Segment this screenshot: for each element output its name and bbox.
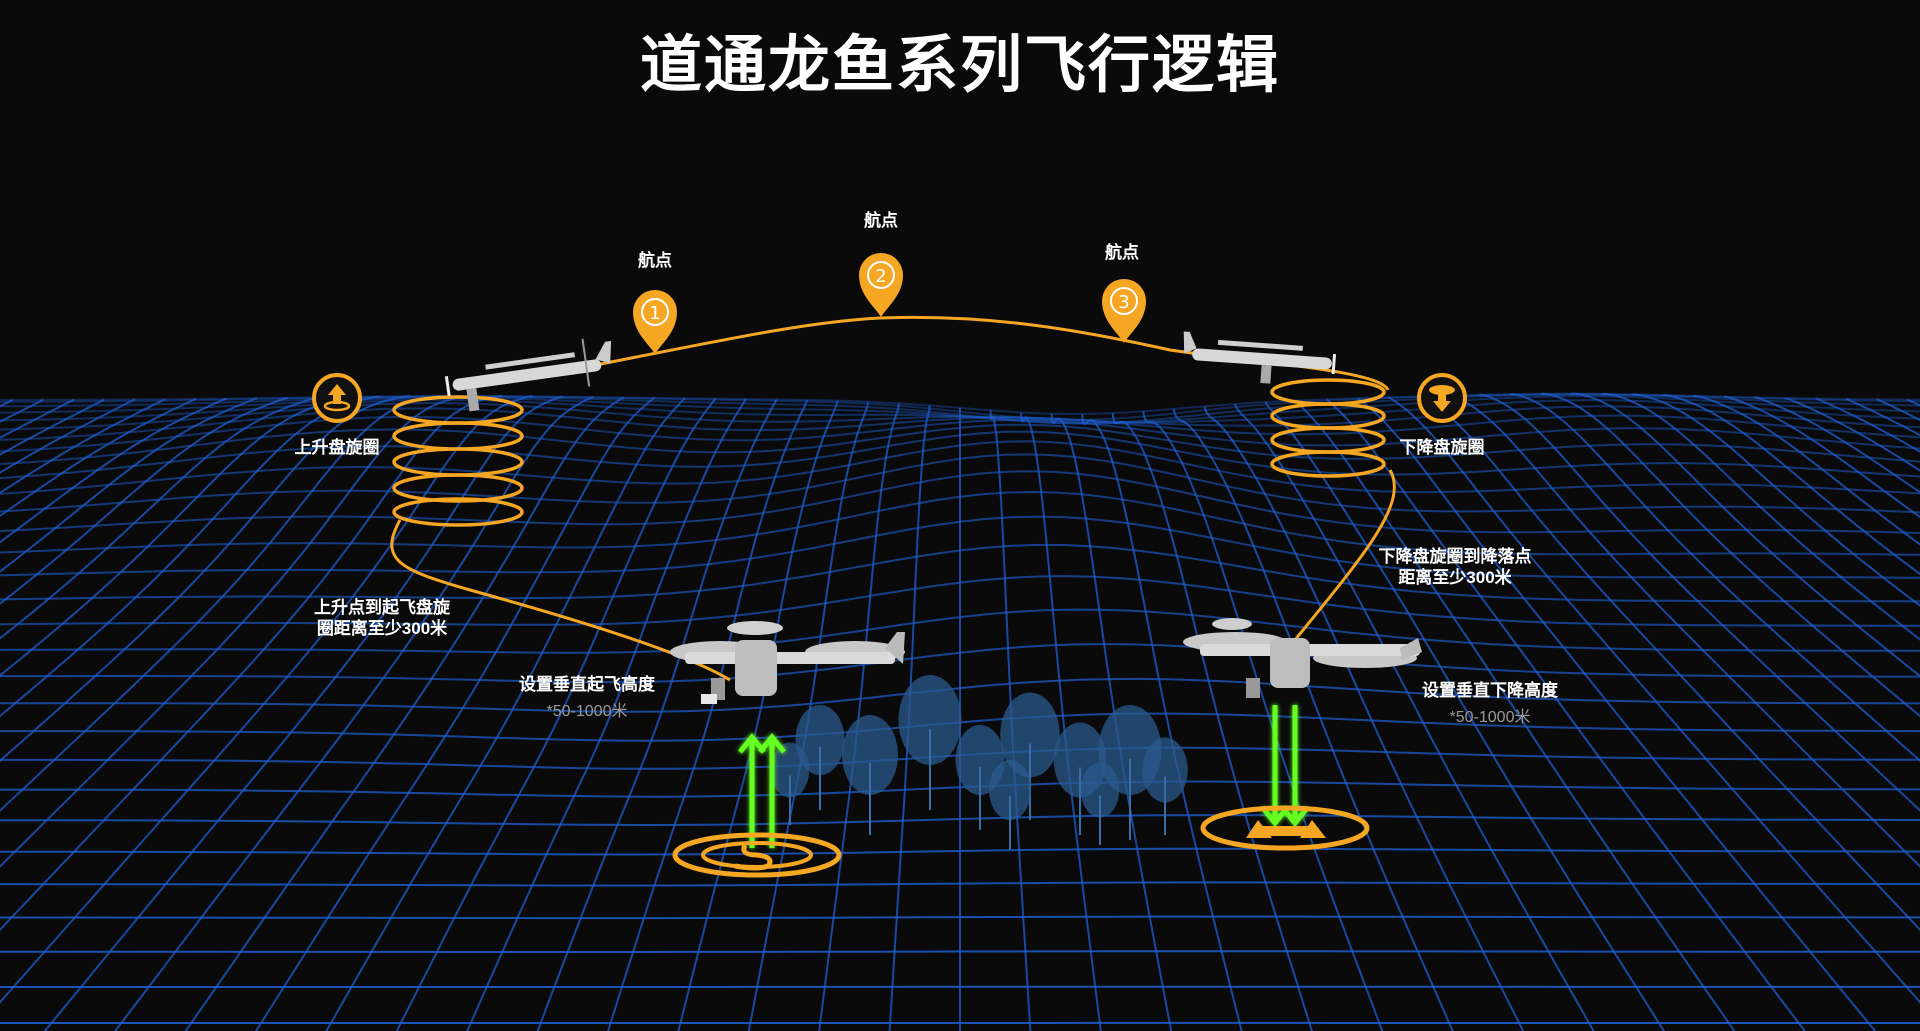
grid-line (0, 398, 44, 423)
tree (1080, 762, 1120, 845)
grid-line (1081, 413, 1243, 1031)
tree (898, 675, 962, 810)
grid-line (325, 397, 686, 1031)
grid-line (1539, 392, 1920, 718)
grid-line (1203, 406, 1525, 1031)
drone-ascending-icon (444, 338, 612, 412)
takeoff-vertical-arrows (738, 732, 786, 848)
grid-line (747, 401, 870, 1031)
grid-line (1692, 394, 1920, 546)
descend-distance-line1: 下降盘旋圈到降落点 (1378, 547, 1532, 566)
grid-line (254, 396, 655, 1031)
drone-landing-icon (1183, 618, 1422, 698)
grid-line (0, 396, 288, 605)
ascend-distance-line2: 圈距离至少300米 (316, 619, 448, 638)
grid-line (1172, 408, 1454, 1031)
grid-line (114, 396, 594, 1031)
grid-line (1570, 392, 1920, 678)
grid-line (43, 395, 564, 1031)
grid-line (1234, 403, 1595, 1031)
grid-line (1509, 393, 1920, 762)
waypoint-marker-3: 3 (1102, 279, 1146, 343)
drone-takeoff-icon (670, 621, 905, 704)
descend-distance-line2: 距离至少300米 (1398, 568, 1512, 587)
grid-line (0, 398, 136, 474)
grid-line (0, 397, 258, 573)
grid-line (1600, 392, 1920, 641)
descend-distance-label: 下降盘旋圈到降落点 距离至少300米 (1379, 546, 1532, 588)
grid-line (0, 398, 166, 495)
landing-vertical-arrows (1261, 705, 1309, 828)
grid-line (395, 397, 717, 1031)
grid-line (1754, 396, 1920, 494)
takeoff-height-range: *50-1000米 (546, 703, 628, 720)
grid-line (1845, 398, 1920, 437)
landing-height-range: *50-1000米 (1449, 709, 1531, 726)
waypoint-label-2: 航点 (864, 211, 898, 230)
waypoint-marker-1: 1 (633, 290, 677, 354)
grid-line (1815, 397, 1920, 453)
tree (795, 705, 845, 810)
landing-pad (1200, 805, 1370, 851)
grid-line (818, 403, 900, 1031)
tree (1142, 737, 1188, 835)
grid-line (1662, 394, 1920, 576)
grid-line (1784, 397, 1920, 472)
arrow-up-circle-icon (312, 373, 362, 423)
tree (842, 715, 898, 835)
grid-line (0, 396, 319, 640)
waypoint-label-3: 航点 (1105, 243, 1139, 262)
descend-circle-label: 下降盘旋圈 (1399, 438, 1485, 457)
grid-line (677, 400, 839, 1031)
grid-line (1478, 393, 1920, 812)
takeoff-height-label: 设置垂直起飞高度 (519, 675, 655, 694)
arrow-down-circle-icon (1417, 373, 1467, 423)
grid-line (1050, 413, 1173, 1031)
ascend-circle-label: 上升盘旋圈 (294, 438, 380, 457)
trees (770, 675, 1188, 850)
grid-line (1142, 411, 1384, 1031)
grid-line (1631, 393, 1920, 607)
grid-line (0, 394, 472, 868)
waypoint-number-2: 2 (875, 266, 886, 287)
grid-line (0, 398, 197, 518)
takeoff-pad (672, 832, 842, 878)
grid-line (0, 397, 227, 544)
tree (770, 742, 810, 825)
grid-line (184, 396, 625, 1031)
landing-height-label: 设置垂直下降高度 (1422, 681, 1558, 700)
terrain-grid (0, 392, 1920, 1031)
grid-line (0, 398, 105, 456)
grid-line (0, 395, 411, 763)
grid-line (607, 399, 809, 1031)
waypoint-marker-2: 2 (859, 253, 903, 317)
ascend-distance-line1: 上升点到起飞盘旋 (314, 598, 450, 617)
grid-line (888, 405, 931, 1031)
drone-descending-icon (1183, 331, 1337, 384)
grid-line (466, 398, 747, 1031)
grid-line (536, 398, 778, 1031)
grid-line (1448, 394, 1920, 868)
grid-line (1387, 396, 1920, 1004)
grid-line (1020, 412, 1102, 1031)
descend-spiral (1270, 378, 1386, 478)
grid-line (0, 398, 75, 439)
waypoint-label-1: 航点 (638, 251, 672, 270)
page-title: 道通龙鱼系列飞行逻辑 (639, 28, 1280, 101)
waypoint-number-3: 3 (1118, 292, 1129, 313)
grid-line (1723, 395, 1920, 519)
grid-line (1295, 399, 1736, 1031)
waypoint-number-1: 1 (649, 303, 660, 324)
grid-line (989, 410, 1032, 1031)
ascend-distance-label: 上升点到起飞盘旋 圈距离至少300米 (314, 597, 450, 639)
grid-line (1876, 398, 1920, 422)
tree (989, 760, 1031, 850)
grid-line (0, 395, 533, 1004)
grid-line (0, 395, 350, 677)
grid-line (1326, 398, 1806, 1031)
grid-line (1111, 413, 1313, 1031)
ascend-spiral (392, 395, 524, 527)
